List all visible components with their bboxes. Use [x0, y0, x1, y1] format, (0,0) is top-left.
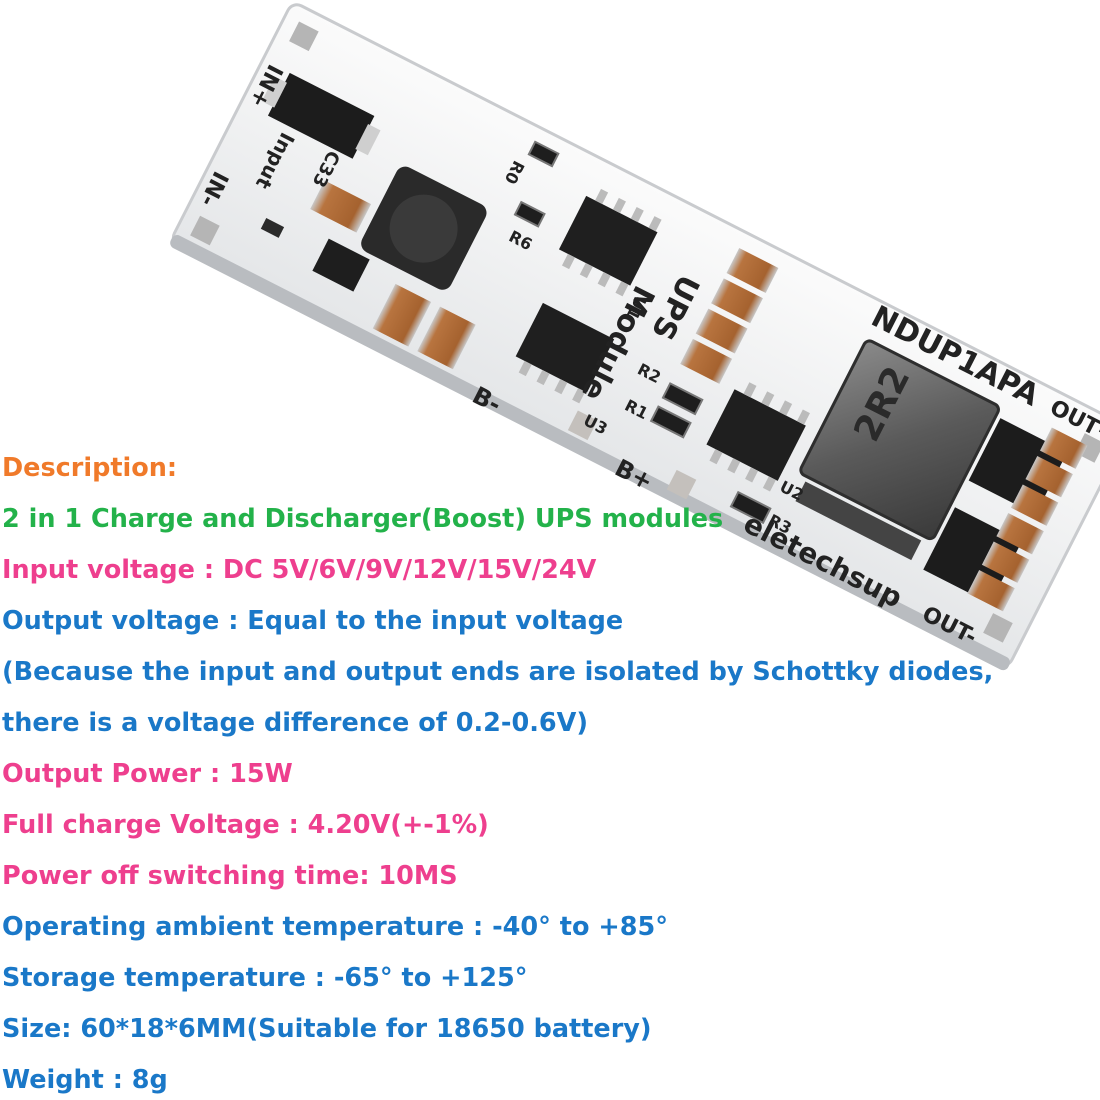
spec-line-output-voltage: Output voltage : Equal to the input volt… [2, 606, 624, 636]
spec-line-module-type: 2 in 1 Charge and Discharger(Boost) UPS … [2, 504, 724, 534]
pad-out-minus [983, 613, 1013, 643]
spec-line-diode-note-2: there is a voltage difference of 0.2-0.6… [2, 708, 589, 738]
r1-resistor [649, 405, 692, 439]
u2-chip [706, 382, 810, 492]
spec-line-output-power: Output Power : 15W [2, 759, 293, 789]
spec-heading-description: Description: [2, 453, 178, 483]
spec-line-full-charge-voltage: Full charge Voltage : 4.20V(+-1%) [2, 810, 489, 840]
spec-line-storage-temperature: Storage temperature : -65° to +125° [2, 963, 528, 993]
spec-line-operating-temperature: Operating ambient temperature : -40° to … [2, 912, 668, 942]
pad-in-minus [190, 215, 220, 246]
u3-chip [515, 302, 615, 404]
spec-line-switching-time: Power off switching time: 10MS [2, 861, 458, 891]
r3-resistor [729, 490, 772, 525]
pad-b-minus [567, 410, 598, 441]
pad-in-plus [289, 21, 319, 52]
r6-resistor [513, 200, 546, 228]
pad-b-plus [666, 469, 697, 500]
power-inductor-2r2 [795, 339, 1000, 561]
capacitor-bank-center [680, 248, 779, 384]
small-inductor [361, 166, 487, 290]
spec-line-weight: Weight : 8g [2, 1065, 168, 1095]
output-capacitor-bank [967, 427, 1088, 612]
r0-resistor [527, 140, 560, 168]
c33-capacitor [310, 180, 372, 233]
input-schottky-diode [261, 72, 381, 159]
spec-line-input-voltage: Input voltage : DC 5V/6V/9V/12V/15V/24V [2, 555, 597, 585]
spec-line-size: Size: 60*18*6MM(Suitable for 18650 batte… [2, 1014, 652, 1044]
spec-line-diode-note-1: (Because the input and output ends are i… [2, 657, 994, 687]
r2-resistor [661, 382, 704, 416]
u1-chip [558, 188, 662, 297]
